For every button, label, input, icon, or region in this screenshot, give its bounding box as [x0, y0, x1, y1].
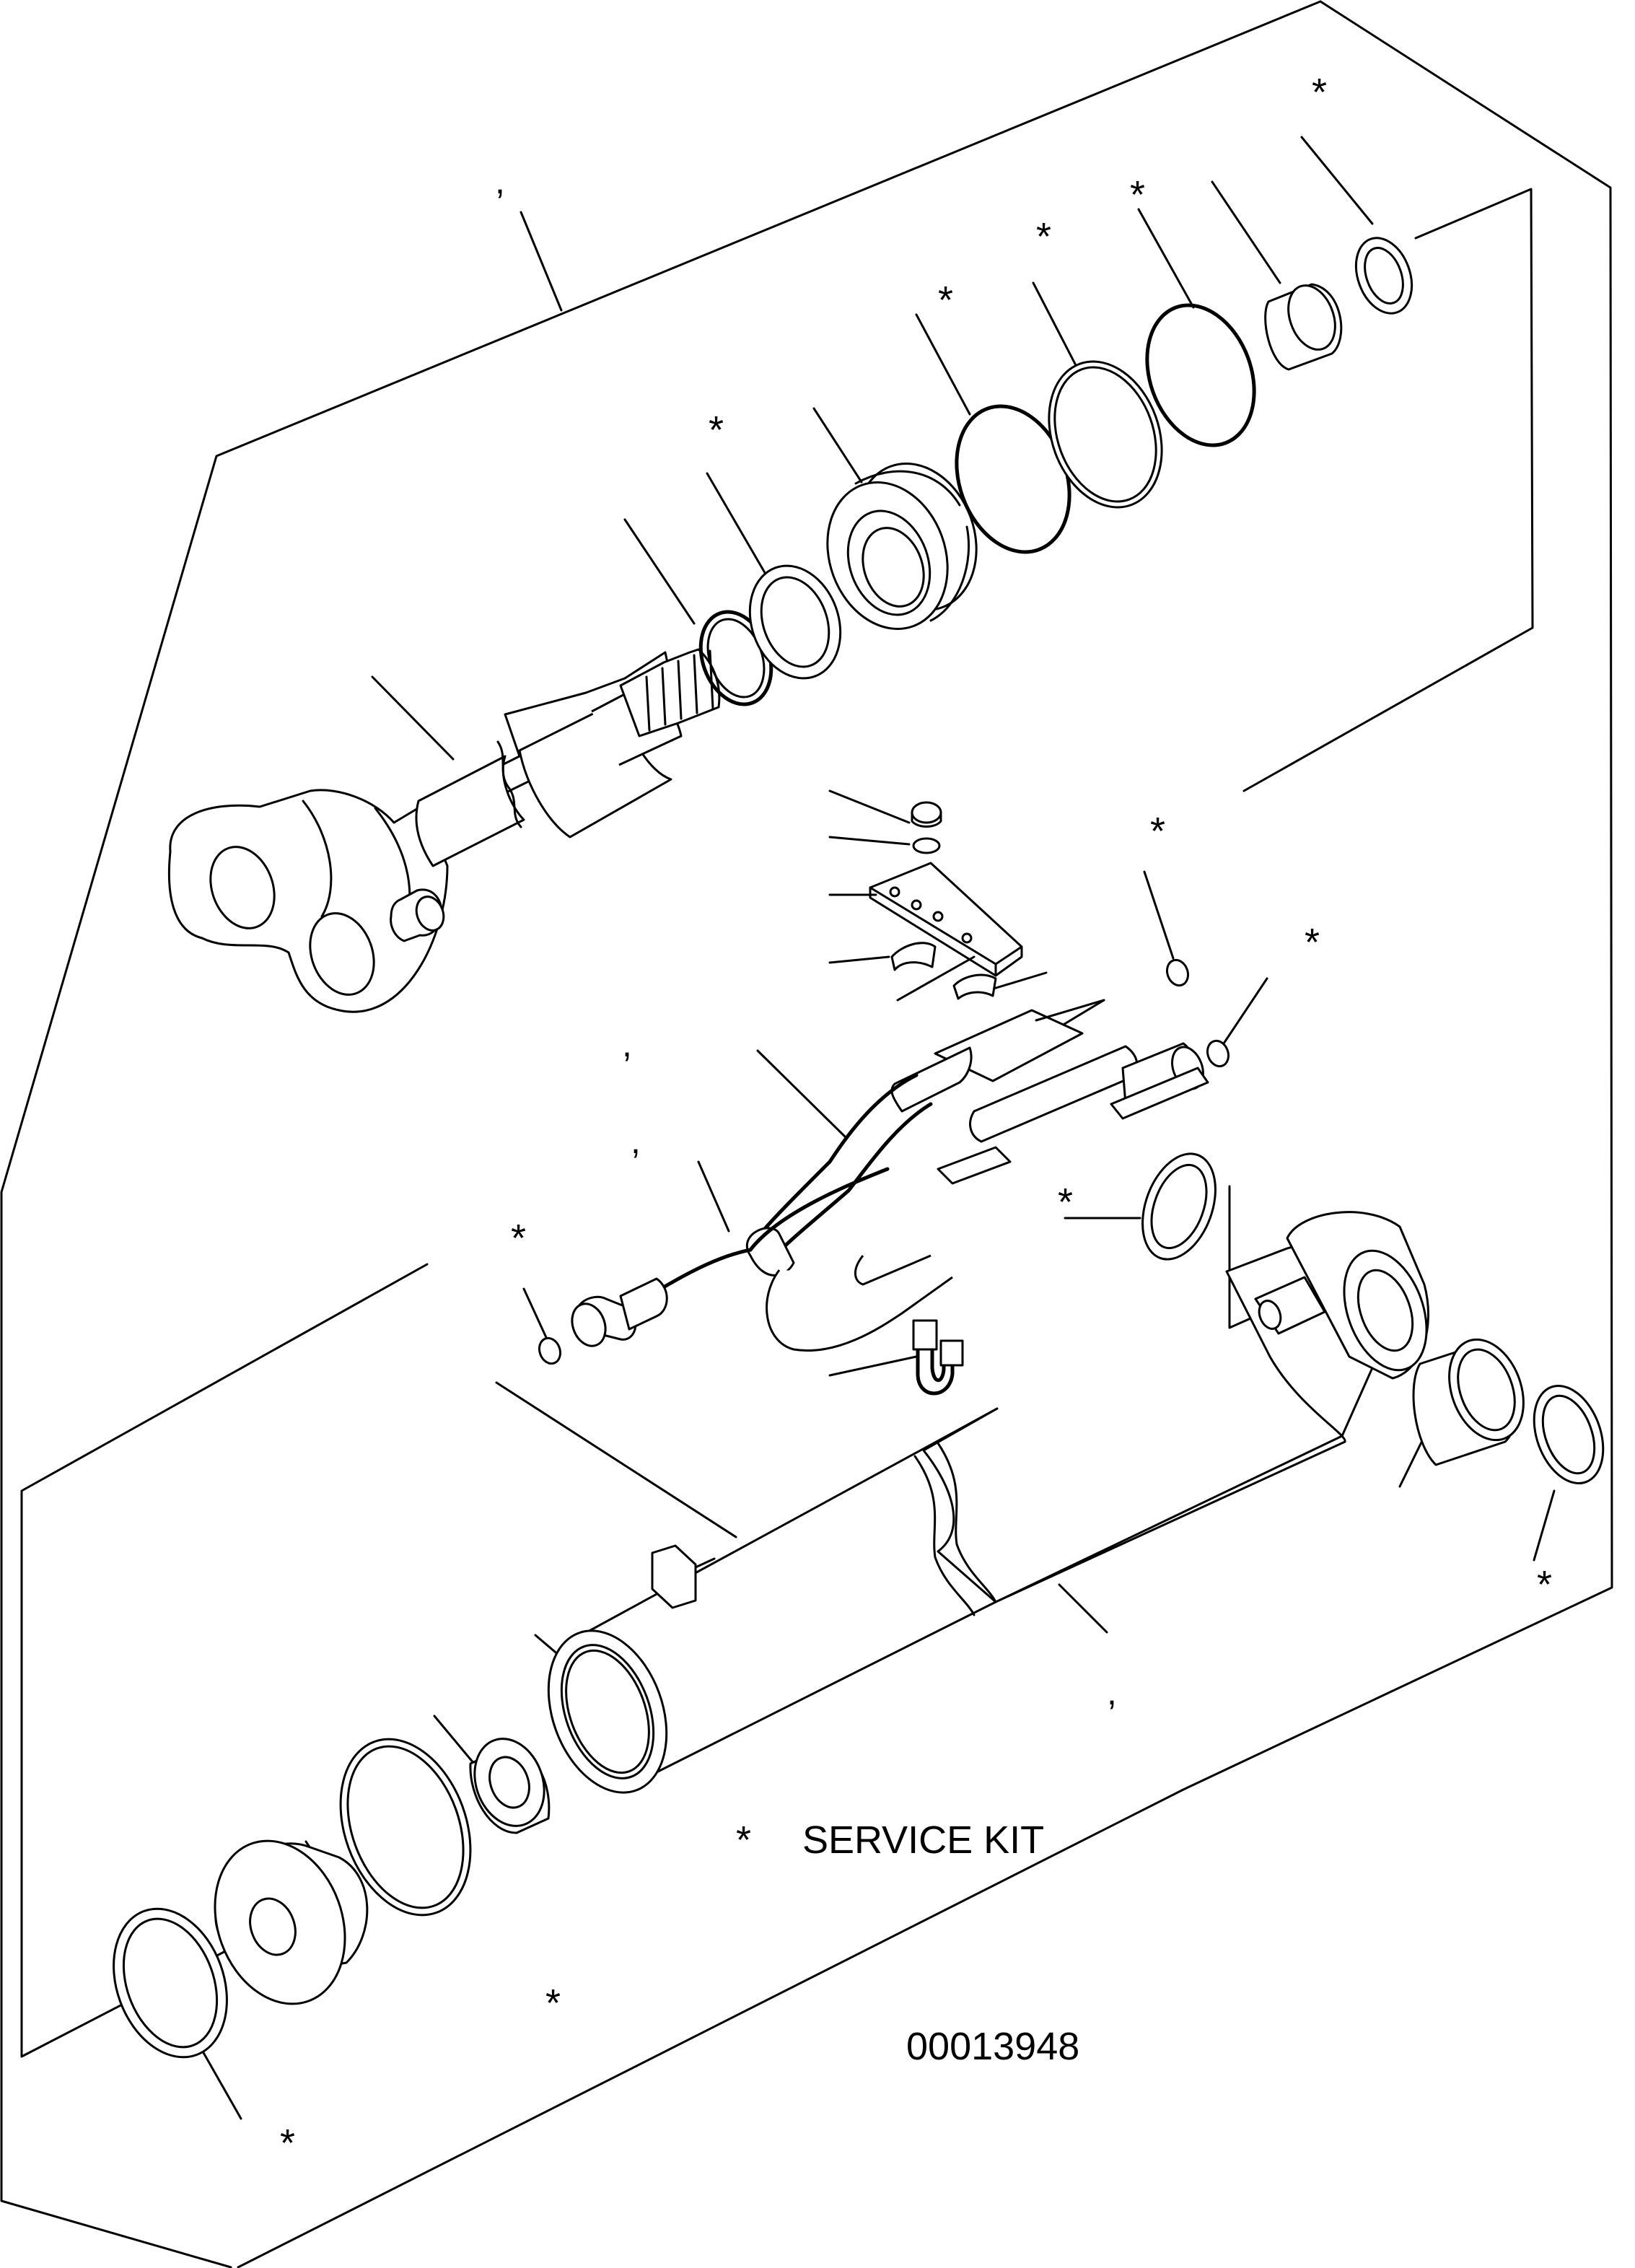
service-kit-marker: *	[1537, 1563, 1552, 1606]
port-o-ring-left	[538, 1336, 562, 1365]
service-kit-marker: *	[938, 279, 953, 322]
clamp-plate	[869, 862, 1023, 977]
piston-seal	[113, 1907, 228, 2059]
port-o-ring-right	[1206, 1039, 1230, 1068]
cylinder-head	[826, 463, 978, 630]
bottom-bushing	[1412, 1338, 1525, 1466]
drawing-number: 00013948	[906, 2025, 1079, 2068]
reference-ticks: , , , ,	[495, 161, 1117, 1712]
legend: * SERVICE KIT	[736, 1818, 1044, 1862]
bushing	[1264, 283, 1343, 371]
service-kit-marker: *	[709, 408, 724, 452]
service-kit-marker: *	[1130, 173, 1145, 216]
service-kit-marker: *	[1312, 71, 1327, 114]
reference-tick: ,	[1107, 1672, 1117, 1712]
reference-tick: ,	[631, 1121, 641, 1161]
legend-text: SERVICE KIT	[802, 1818, 1044, 1862]
dust-seal	[1354, 237, 1413, 315]
bottom-dust-seal	[1533, 1385, 1605, 1484]
gland-subframe	[1242, 188, 1534, 792]
piston-wear-ring	[339, 1738, 472, 1917]
service-kit-marker: *	[1036, 215, 1051, 258]
port-o-ring-upper	[1165, 958, 1190, 987]
reference-tick: ,	[622, 1024, 632, 1064]
cylinder-tube	[547, 1211, 1430, 1794]
u-bolt	[912, 1319, 964, 1396]
bottom-seal-ring	[1141, 1152, 1217, 1261]
service-kit-marker: *	[1058, 1181, 1073, 1224]
service-kit-marker: *	[280, 2122, 295, 2165]
piston-rod	[167, 648, 721, 1013]
head-backup-ring	[1048, 360, 1163, 509]
clamp-nut	[911, 801, 942, 828]
rod-o-ring	[1145, 303, 1256, 447]
hydraulic-tubes	[571, 999, 1209, 1352]
piston	[214, 1839, 369, 2005]
service-kit-marker: *	[1305, 921, 1320, 964]
tube-clamp-halves	[890, 942, 997, 1000]
clamp-washer	[912, 837, 941, 854]
piston-nut	[469, 1738, 551, 1834]
service-kit-marker: *	[545, 1982, 561, 2025]
reference-tick: ,	[495, 161, 505, 201]
service-kit-markers: * * * * * * * * * * * *	[280, 71, 1552, 2165]
service-kit-marker: *	[1150, 810, 1165, 853]
legend-marker: *	[736, 1818, 751, 1862]
service-kit-marker: *	[511, 1217, 526, 1260]
rod-wiper-ring	[748, 564, 842, 680]
